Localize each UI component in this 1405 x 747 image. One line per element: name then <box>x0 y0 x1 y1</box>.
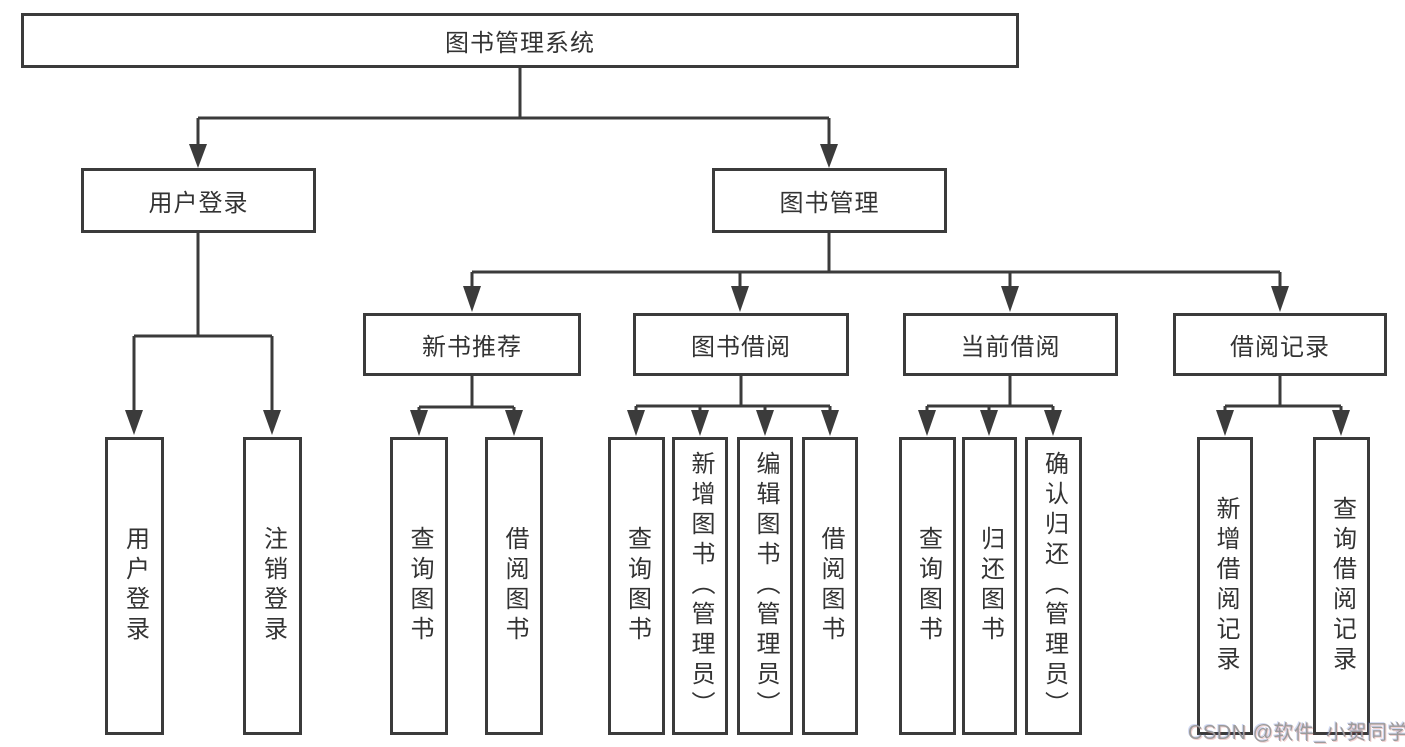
leaf-label: 注销登录 <box>259 526 287 646</box>
arrowhead-icon <box>410 410 428 436</box>
leaf-logout-login: 注销登录 <box>243 437 302 735</box>
leaf-query-book-recommend: 查询图书 <box>390 437 448 735</box>
connector-new-book-to-leaves <box>410 376 523 436</box>
arrowhead-icon <box>1216 410 1234 436</box>
arrowhead-icon <box>463 286 481 312</box>
arrowhead-icon <box>125 410 143 435</box>
arrowhead-icon <box>1271 286 1289 312</box>
leaf-label: 新增图书（管理员） <box>687 451 714 721</box>
node-book-borrow: 图书借阅 <box>633 313 849 376</box>
arrowhead-icon <box>1332 410 1350 436</box>
leaf-label: 借阅图书 <box>817 526 844 646</box>
arrowhead-icon <box>505 410 523 436</box>
arrowhead-icon <box>627 410 645 436</box>
leaf-query-borrow-record: 查询借阅记录 <box>1313 437 1370 735</box>
leaf-return-book: 归还图书 <box>962 437 1017 735</box>
leaf-user-login: 用户登录 <box>105 437 164 735</box>
arrowhead-icon <box>189 144 207 168</box>
leaf-label: 查询图书 <box>914 526 942 646</box>
arrowhead-icon <box>918 410 936 436</box>
arrowhead-icon <box>1044 410 1062 436</box>
csdn-watermark: CSDN @软件_小贺同学 <box>1188 722 1405 744</box>
leaf-confirm-return-admin: 确认归还（管理员） <box>1025 437 1082 735</box>
leaf-label: 借阅图书 <box>501 526 528 646</box>
connector-current-borrow-to-leaves <box>918 376 1062 436</box>
arrowhead-icon <box>1001 286 1019 312</box>
node-user-login: 用户登录 <box>81 168 316 233</box>
leaf-label: 查询借阅记录 <box>1328 496 1356 676</box>
leaf-add-borrow-record: 新增借阅记录 <box>1197 437 1253 735</box>
leaf-edit-book-admin: 编辑图书（管理员） <box>737 437 793 735</box>
leaf-label: 查询图书 <box>623 526 651 646</box>
node-new-book-recommend: 新书推荐 <box>363 313 581 376</box>
leaf-borrow-book: 借阅图书 <box>802 437 858 735</box>
arrowhead-icon <box>980 410 998 436</box>
leaf-borrow-book-recommend: 借阅图书 <box>485 437 543 735</box>
leaf-query-book-borrow: 查询图书 <box>608 437 665 735</box>
node-book-management: 图书管理 <box>712 168 947 233</box>
arrowhead-icon <box>756 410 774 436</box>
leaf-add-book-admin: 新增图书（管理员） <box>672 437 728 735</box>
leaf-label: 编辑图书（管理员） <box>752 451 779 721</box>
arrowhead-icon <box>691 410 709 436</box>
leaf-label: 新增借阅记录 <box>1212 496 1239 676</box>
node-current-borrow: 当前借阅 <box>903 313 1118 376</box>
connector-user-login-to-leaves <box>125 233 281 435</box>
arrowhead-icon <box>263 410 281 435</box>
connector-book-mgmt-to-level3 <box>463 233 1289 312</box>
leaf-label: 确认归还（管理员） <box>1040 451 1068 721</box>
arrowhead-icon <box>821 410 839 436</box>
connector-root-to-level2 <box>189 68 838 168</box>
connector-borrow-record-to-leaves <box>1216 376 1350 436</box>
leaf-label: 归还图书 <box>976 526 1004 646</box>
leaf-label: 用户登录 <box>121 526 149 646</box>
arrowhead-icon <box>820 144 838 168</box>
leaf-query-book-current: 查询图书 <box>899 437 956 735</box>
node-root-system: 图书管理系统 <box>21 13 1019 68</box>
node-borrow-records: 借阅记录 <box>1173 313 1387 376</box>
arrowhead-icon <box>731 286 749 312</box>
connector-book-borrow-to-leaves <box>627 376 839 436</box>
leaf-label: 查询图书 <box>406 526 433 646</box>
